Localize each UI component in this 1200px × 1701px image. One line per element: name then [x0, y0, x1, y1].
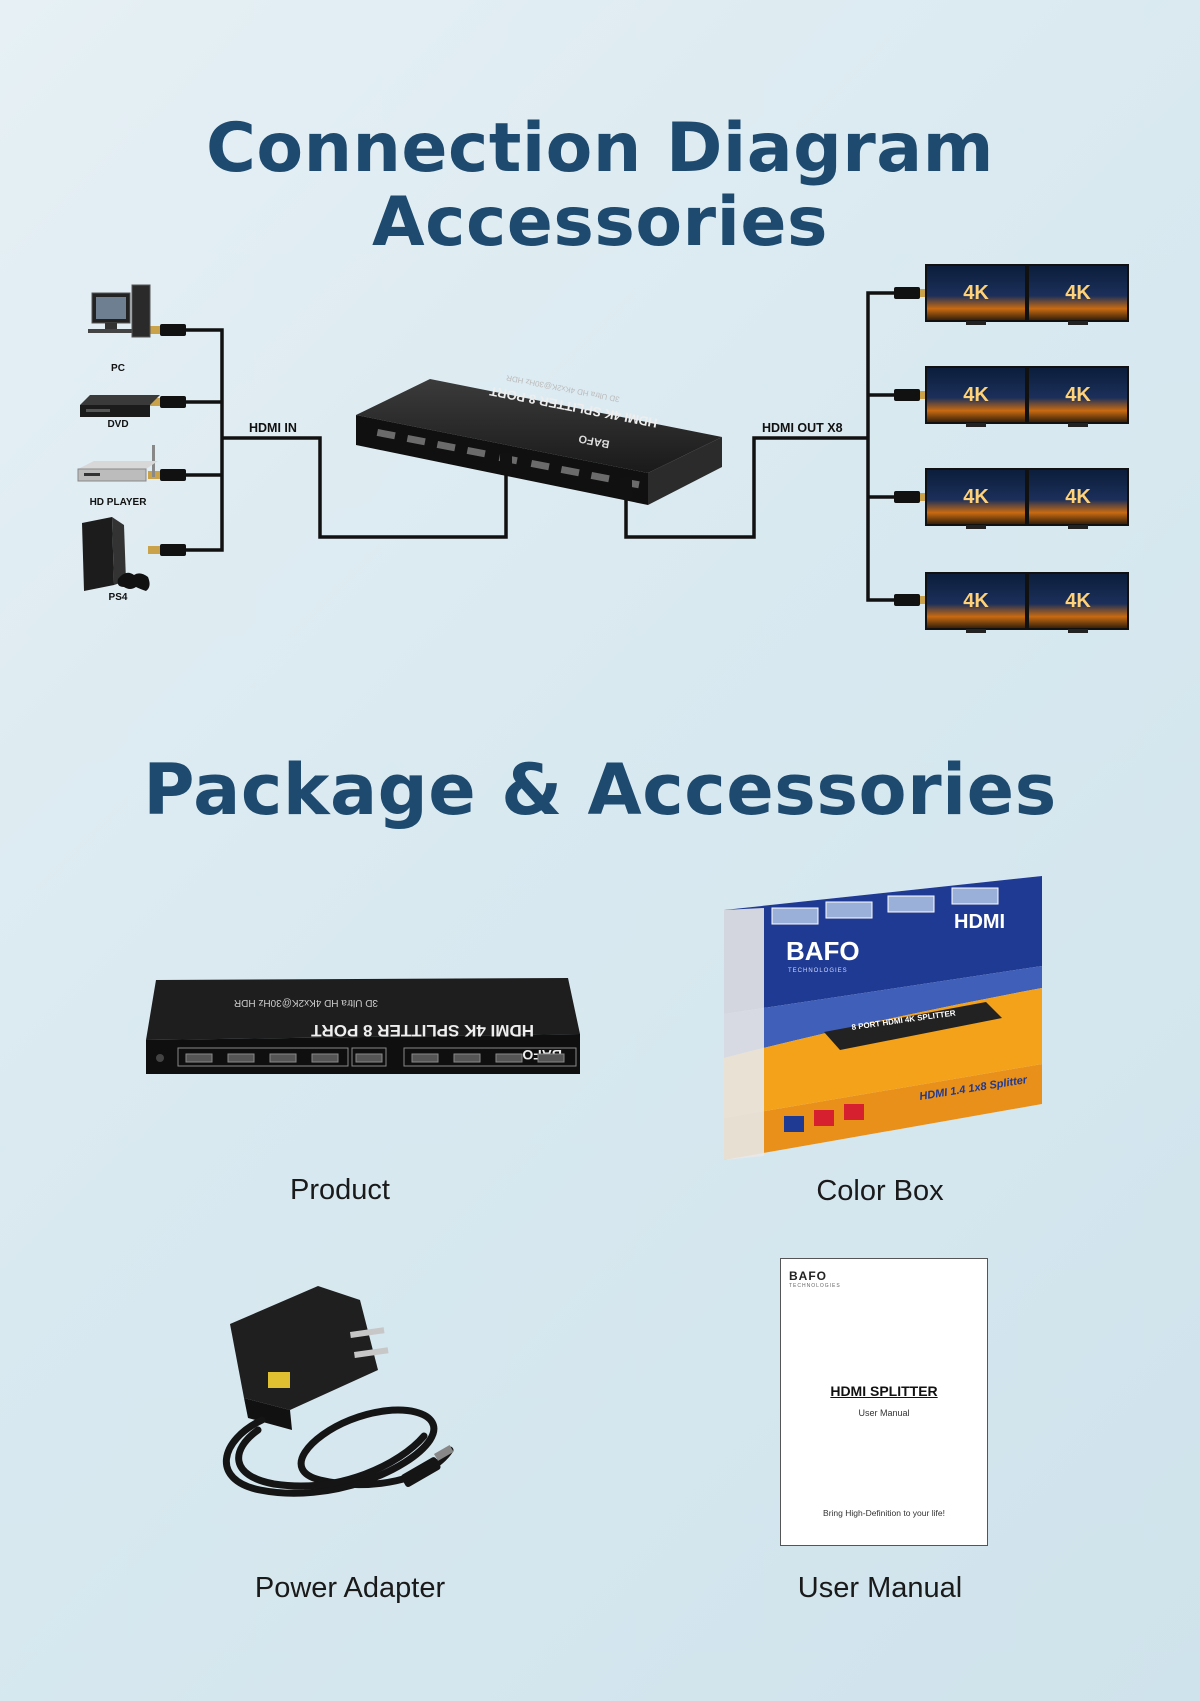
manual-brand-sub: TECHNOLOGIES — [789, 1283, 841, 1289]
output-cables — [624, 291, 896, 602]
manual-brand: BAFO — [789, 1269, 827, 1283]
splitter-cable-plugs — [500, 453, 632, 499]
input-cables — [185, 328, 508, 552]
display-5: 4K — [925, 468, 1027, 529]
hd-player-icon — [77, 445, 158, 482]
package-accessories-heading: Package & Accessories — [143, 749, 1057, 831]
ps4-console-icon — [82, 517, 150, 591]
user-manual-image: BAFO TECHNOLOGIES HDMI SPLITTER User Man… — [780, 1258, 988, 1546]
display-label: 4K — [963, 590, 989, 612]
display-label: 4K — [1065, 384, 1091, 406]
heading-line-1: Connection Diagram — [205, 109, 995, 188]
output-hdmi-plugs — [894, 287, 930, 606]
source-label-ps4: PS4 — [109, 592, 128, 603]
display-2: 4K — [1027, 264, 1129, 325]
splitter-brand: BAFO — [577, 432, 610, 450]
display-1: 4K — [925, 264, 1027, 325]
pc-icon — [88, 284, 151, 338]
display-label: 4K — [963, 384, 989, 406]
box-brand: BAFO — [786, 936, 860, 966]
display-label: 4K — [1065, 282, 1091, 304]
manual-tagline: Bring High-Definition to your life! — [823, 1508, 945, 1518]
display-grid: 4K 4K 4K 4K 4K 4K 4K 4K — [925, 264, 1129, 633]
display-6: 4K — [1027, 468, 1129, 529]
power-adapter-image — [223, 1286, 454, 1497]
caption-power-adapter: Power Adapter — [254, 1572, 446, 1604]
splitter-device: BAFO HDMI 4K SPLITTER 8 PORT 3D Ultra HD… — [356, 373, 722, 505]
manual-subtitle: User Manual — [858, 1408, 910, 1418]
connection-diagram-heading: Connection Diagram Accessories — [0, 112, 1200, 260]
input-hdmi-plugs — [148, 324, 186, 556]
caption-user-manual: User Manual — [797, 1572, 963, 1604]
display-7: 4K — [925, 572, 1027, 633]
caption-color-box: Color Box — [816, 1175, 944, 1207]
box-brand-sub: TECHNOLOGIES — [788, 968, 848, 974]
manual-title: HDMI SPLITTER — [830, 1383, 938, 1399]
display-label: 4K — [963, 486, 989, 508]
display-label: 4K — [1065, 590, 1091, 612]
display-3: 4K — [925, 366, 1027, 427]
source-label-dvd: DVD — [107, 419, 128, 430]
box-hdmi-logo: HDMI — [954, 911, 1005, 933]
display-label: 4K — [1065, 486, 1091, 508]
source-label-pc: PC — [111, 363, 125, 374]
heading-line-2: Accessories — [372, 183, 828, 262]
product-image: BAFO HDMI 4K SPLITTER 8 PORT 3D Ultra HD… — [146, 978, 580, 1074]
caption-product: Product — [290, 1174, 390, 1206]
hdmi-out-label: HDMI OUT X8 — [762, 421, 843, 435]
display-label: 4K — [963, 282, 989, 304]
dvd-player-icon — [80, 395, 160, 417]
display-4: 4K — [1027, 366, 1129, 427]
connection-diagram: PC DVD HD PLAYER PS4 HDMI IN — [77, 264, 1129, 633]
display-8: 4K — [1027, 572, 1129, 633]
product-model-text: HDMI 4K SPLITTER 8 PORT — [310, 1021, 534, 1040]
product-spec-text: 3D Ultra HD 4Kx2K@30Hz HDR — [234, 997, 378, 1008]
source-label-hd-player: HD PLAYER — [90, 497, 148, 508]
hdmi-in-label: HDMI IN — [249, 421, 297, 435]
color-box-image: BAFO TECHNOLOGIES HDMI 8 PORT HDMI 4K SP… — [724, 876, 1042, 1160]
